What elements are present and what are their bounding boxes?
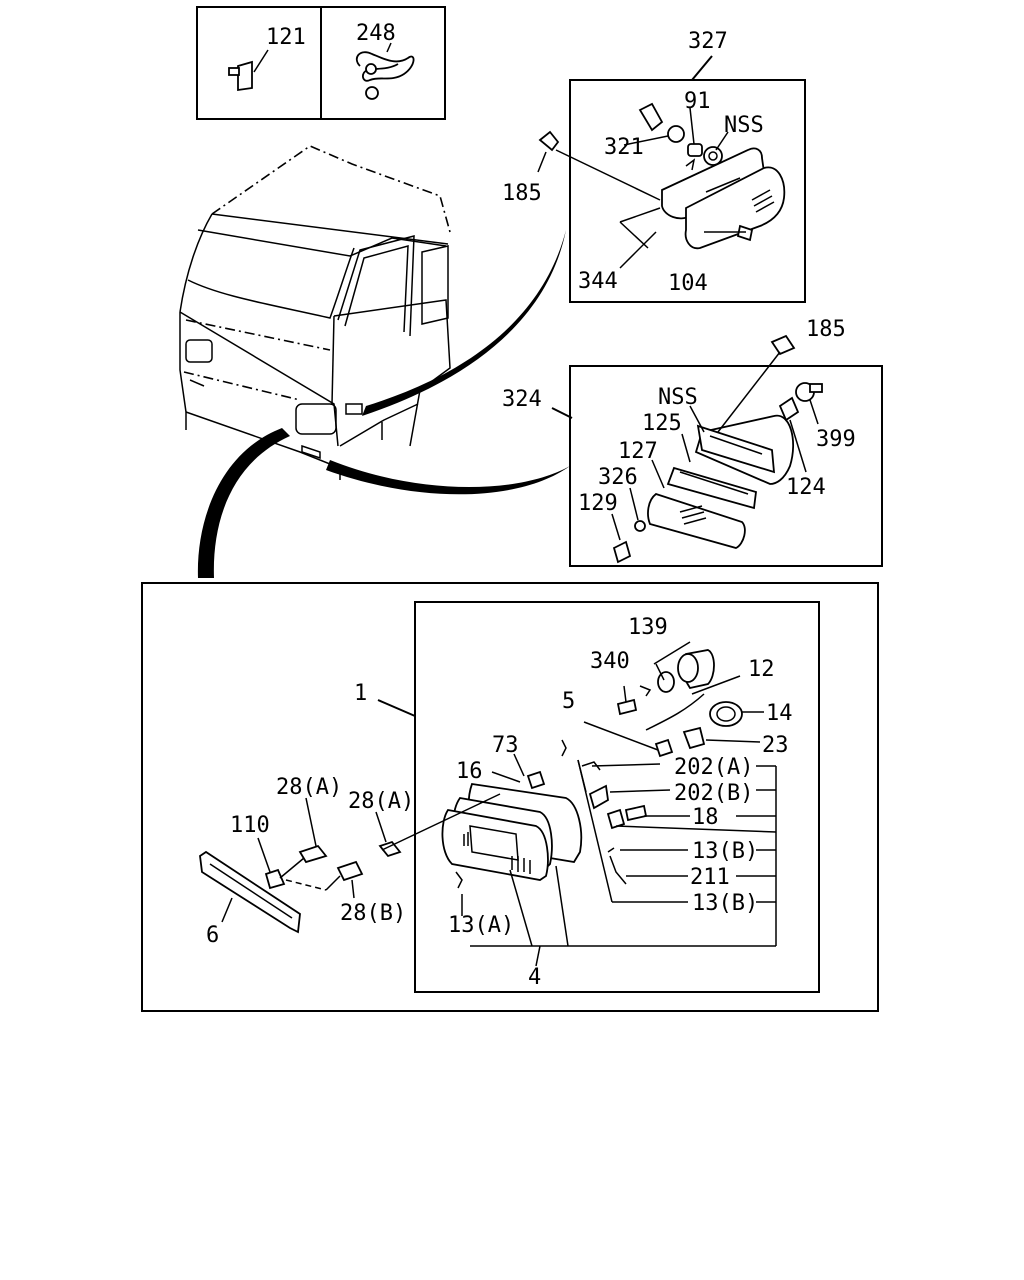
label-28a-right: 28(A)	[348, 789, 414, 814]
headlamp-assembly-drawing	[199, 641, 777, 967]
label-127: 127	[618, 439, 658, 464]
label-104: 104	[668, 271, 708, 296]
label-1: 1	[354, 681, 367, 706]
label-185-top: 185	[502, 181, 542, 206]
label-4: 4	[528, 965, 541, 990]
label-324: 324	[502, 387, 542, 412]
label-nss-top: NSS	[724, 113, 764, 138]
callout-swooshes	[197, 230, 570, 578]
label-13a: 13(A)	[448, 913, 514, 938]
label-344: 344	[578, 269, 618, 294]
label-321: 321	[604, 135, 644, 160]
label-124: 124	[786, 475, 826, 500]
box-headlamp-outer	[141, 582, 879, 1012]
label-13b-1: 13(B)	[692, 839, 758, 864]
label-14: 14	[766, 701, 793, 726]
label-16: 16	[456, 759, 483, 784]
clip-185-top-icon	[537, 130, 661, 201]
label-5: 5	[562, 689, 575, 714]
label-28a-left: 28(A)	[276, 775, 342, 800]
label-211: 211	[690, 865, 730, 890]
label-248: 248	[356, 21, 396, 46]
label-28b: 28(B)	[340, 901, 406, 926]
clip-121-icon	[228, 49, 269, 92]
label-91: 91	[684, 89, 711, 114]
truck-cab-drawing	[179, 145, 451, 480]
label-139: 139	[628, 615, 668, 640]
label-326: 326	[598, 465, 638, 490]
label-129: 129	[578, 491, 618, 516]
label-202a: 202(A)	[674, 755, 753, 780]
label-6: 6	[206, 923, 219, 948]
box-327	[569, 55, 806, 303]
label-327: 327	[688, 29, 728, 54]
label-185-mid: 185	[806, 317, 846, 342]
label-202b: 202(B)	[674, 781, 753, 806]
label-13b-2: 13(B)	[692, 891, 758, 916]
label-73: 73	[492, 733, 519, 758]
inset-clips-box	[196, 6, 446, 120]
label-125: 125	[642, 411, 682, 436]
label-12: 12	[748, 657, 775, 682]
label-340: 340	[590, 649, 630, 674]
label-399: 399	[816, 427, 856, 452]
box-324	[551, 334, 883, 567]
label-23: 23	[762, 733, 789, 758]
clip-248-icon	[355, 42, 415, 100]
label-110: 110	[230, 813, 270, 838]
label-18: 18	[692, 805, 719, 830]
label-nss-mid: NSS	[658, 385, 698, 410]
label-121: 121	[266, 25, 306, 50]
